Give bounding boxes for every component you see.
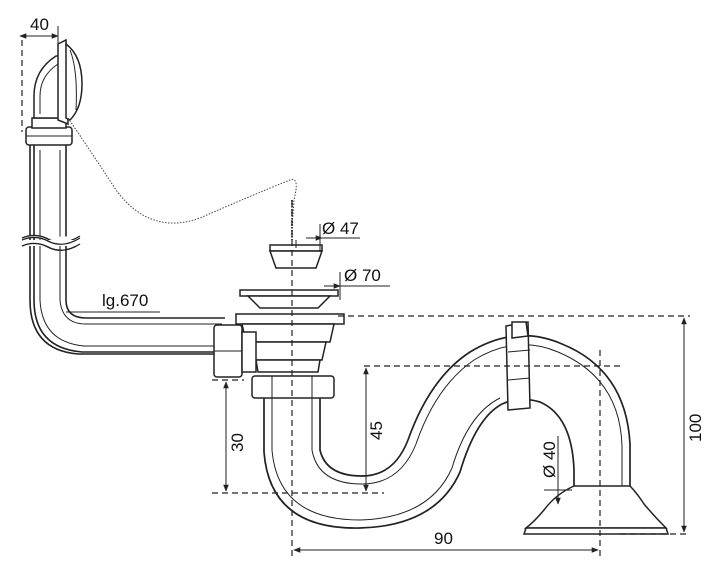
- dimension-inlet-height: 30: [223, 381, 247, 492]
- dimension-total-height-label: 100: [686, 414, 705, 442]
- plug-stopper: [268, 240, 324, 269]
- dimension-trap-seal-label: 45: [367, 421, 386, 440]
- dimension-horizontal-reach: 90: [293, 529, 599, 553]
- dimension-outlet-diameter-label: Ø 40: [540, 441, 559, 478]
- dimension-trap-seal: 45: [363, 367, 386, 492]
- dimension-overflow-offset-label: 40: [30, 15, 49, 34]
- dimension-total-height: 100: [681, 317, 705, 533]
- drain-body: [213, 323, 335, 378]
- strainer: [235, 289, 345, 325]
- dimension-strainer-diameter-label: Ø 70: [344, 266, 381, 285]
- dimension-overflow-offset: 40: [19, 15, 59, 48]
- dimension-tube-length: lg.670: [66, 291, 160, 313]
- trap-top-nut: [251, 375, 335, 399]
- dimension-plug-diameter-label: Ø 47: [322, 219, 359, 238]
- plug-chain: [67, 117, 297, 229]
- overflow-head: [33, 38, 83, 126]
- outlet-flange: [522, 485, 670, 535]
- dimension-tube-length-label: lg.670: [102, 291, 148, 310]
- dimension-outlet-diameter: Ø 40: [540, 436, 572, 505]
- dashed-reference-lines: [21, 40, 690, 560]
- dimension-plug-diameter: Ø 47: [306, 219, 360, 252]
- dimension-strainer-diameter: Ø 70: [324, 266, 390, 300]
- overflow-tube: [21, 142, 226, 355]
- dimension-inlet-height-label: 30: [228, 433, 247, 452]
- s-trap-pipe: [263, 334, 631, 529]
- dimension-horizontal-reach-label: 90: [434, 529, 453, 548]
